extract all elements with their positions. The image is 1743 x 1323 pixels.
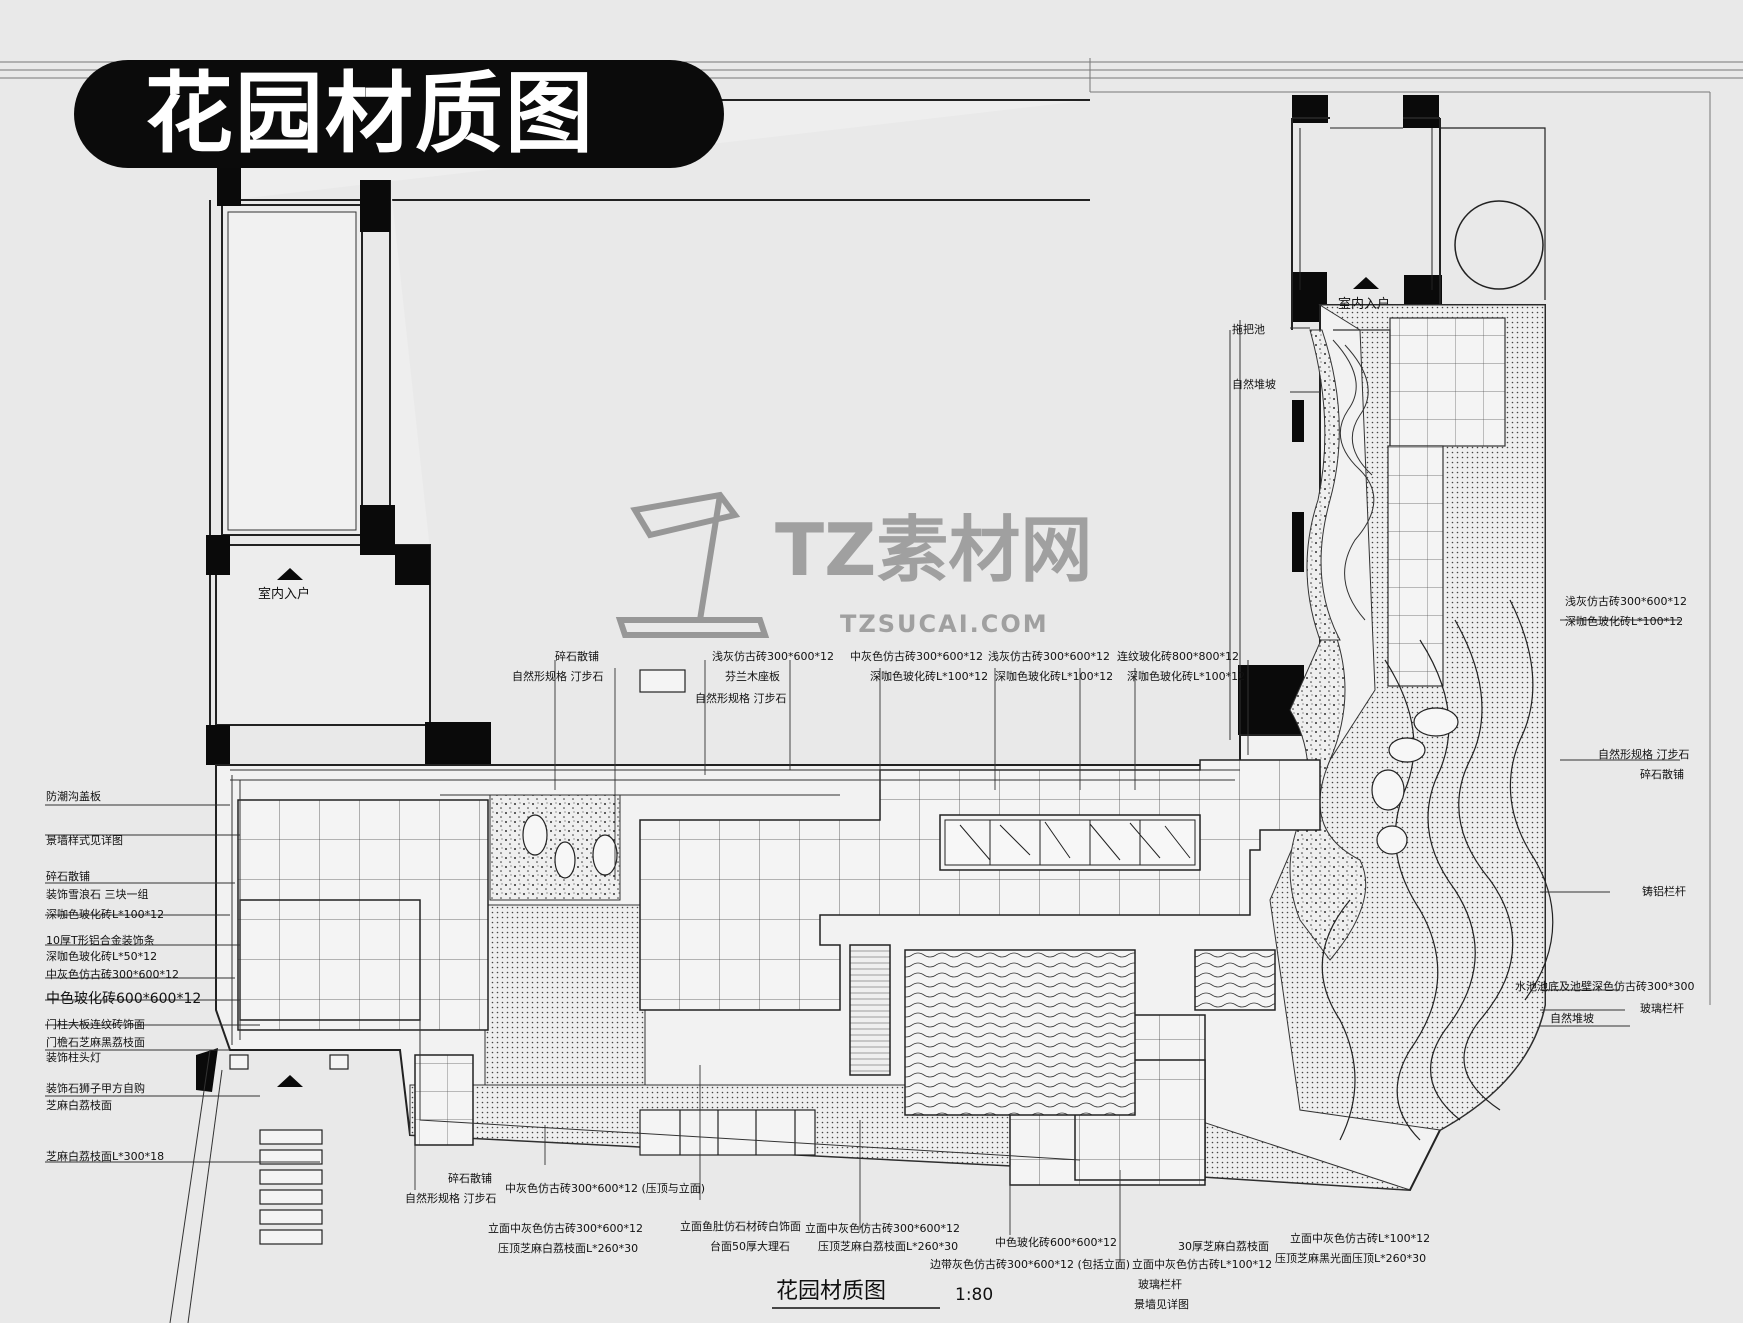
bottom-callout-1: 自然形规格 汀步石 xyxy=(405,1191,497,1205)
bottom-callout-0: 碎石散铺 xyxy=(448,1171,492,1185)
caption-title: 花园材质图 xyxy=(776,1279,886,1304)
right-tile-strip xyxy=(1332,317,1506,687)
stepping-stones xyxy=(522,707,1459,879)
left-callout-12: 装饰石狮子甲方自购 xyxy=(46,1081,145,1095)
right-entry-label: 室内入户 xyxy=(1338,296,1390,312)
left-callout-11: 装饰柱头灯 xyxy=(46,1050,101,1064)
watermark-url: TZSUCAI.COM xyxy=(840,610,1049,638)
left-callout-0: 防潮沟盖板 xyxy=(46,789,101,803)
top-callout-9: 连纹玻化砖800*800*12 xyxy=(1117,649,1239,663)
bottom-callout-4: 压顶芝麻白荔枝面L*260*30 xyxy=(498,1241,638,1255)
bottom-callout-8: 压顶芝麻白荔枝面L*260*30 xyxy=(818,1239,958,1253)
right-callout-5: 碎石散铺 xyxy=(1640,767,1684,781)
top-callout-10: 深咖色玻化砖L*100*12 xyxy=(1127,669,1245,683)
bottom-callout-2: 中灰色仿古砖300*600*12 (压顶与立面) xyxy=(505,1181,705,1195)
left-callout-7: 中灰色仿古砖300*600*12 xyxy=(46,967,179,981)
right-building xyxy=(1291,117,1546,330)
left-entry-label: 室内入户 xyxy=(258,586,310,602)
page-title: 花园材质图 xyxy=(144,62,595,165)
top-callout-7: 浅灰仿古砖300*600*12 xyxy=(988,649,1110,663)
marble-strip xyxy=(944,819,1196,866)
right-callout-3: 深咖色玻化砖L*100*12 xyxy=(1565,614,1683,628)
caption-scale: 1:80 xyxy=(955,1285,993,1305)
top-callout-1: 自然形规格 汀步石 xyxy=(512,669,604,683)
watermark-logo-icon xyxy=(615,491,770,638)
bottom-callout-15: 立面中灰色仿古砖L*100*12 xyxy=(1290,1231,1430,1245)
watermark: TZ素材网 TZSUCAI.COM xyxy=(615,491,1092,638)
bottom-callout-3: 立面中灰色仿古砖300*600*12 xyxy=(488,1221,643,1235)
bottom-callout-5: 立面鱼肚仿石材砖白饰面 xyxy=(680,1219,801,1233)
top-callout-2: 浅灰仿古砖300*600*12 xyxy=(712,649,834,663)
bottom-callout-16: 压顶芝麻黑光面压顶L*260*30 xyxy=(1275,1251,1426,1265)
left-callout-8: 中色玻化砖600*600*12 xyxy=(46,990,201,1007)
right-callout-9: 自然堆坡 xyxy=(1550,1011,1594,1025)
left-callout-13: 芝麻白荔枝面 xyxy=(46,1098,112,1112)
watermark-brand: TZ素材网 xyxy=(775,508,1092,592)
entry-arrows xyxy=(277,277,1379,1087)
left-callout-2: 碎石散铺 xyxy=(46,869,90,883)
top-callout-8: 深咖色玻化砖L*100*12 xyxy=(995,669,1113,683)
bottom-callout-10: 边带灰色仿古砖300*600*12 (包括立面) xyxy=(930,1257,1130,1271)
bottom-callout-9: 中色玻化砖600*600*12 xyxy=(995,1235,1117,1249)
right-callout-7: 水池池底及池壁深色仿古砖300*300 xyxy=(1515,979,1695,993)
left-callout-4: 深咖色玻化砖L*100*12 xyxy=(46,907,164,921)
right-callouts: 拖把池自然堆坡浅灰仿古砖300*600*12深咖色玻化砖L*100*12自然形规… xyxy=(1232,322,1695,1025)
right-callout-4: 自然形规格 汀步石 xyxy=(1598,747,1690,761)
title-banner xyxy=(74,60,724,168)
right-callout-8: 玻璃栏杆 xyxy=(1640,1001,1684,1015)
bottom-callout-14: 景墙见详图 xyxy=(1134,1297,1189,1311)
top-callout-6: 深咖色玻化砖L*100*12 xyxy=(870,669,988,683)
right-callout-2: 浅灰仿古砖300*600*12 xyxy=(1565,594,1687,608)
top-callout-3: 芬兰木座板 xyxy=(725,669,780,683)
left-callout-14: 芝麻白荔枝面L*300*18 xyxy=(46,1149,164,1163)
wall-features xyxy=(229,669,816,1245)
callout-leaders xyxy=(45,327,1680,1260)
bottom-callout-12: 立面中灰色仿古砖L*100*12 xyxy=(1132,1257,1272,1271)
top-callout-4: 自然形规格 汀步石 xyxy=(695,691,787,705)
bottom-callout-6: 台面50厚大理石 xyxy=(710,1239,790,1253)
pool-areas xyxy=(849,944,1276,1116)
left-callout-6: 深咖色玻化砖L*50*12 xyxy=(46,949,157,963)
top-callout-0: 碎石散铺 xyxy=(555,649,599,663)
right-callout-6: 铸铝栏杆 xyxy=(1642,884,1686,898)
bottom-callout-7: 立面中灰色仿古砖300*600*12 xyxy=(805,1221,960,1235)
right-callout-1: 自然堆坡 xyxy=(1232,377,1276,391)
left-callout-3: 装饰雪浪石 三块一组 xyxy=(46,887,149,901)
left-callout-10: 门檐石芝麻黑荔枝面 xyxy=(46,1035,145,1049)
left-callout-5: 10厚T形铝合金装饰条 xyxy=(46,933,155,947)
right-callout-0: 拖把池 xyxy=(1232,322,1265,336)
left-callout-9: 门柱大板连纹砖饰面 xyxy=(46,1017,145,1031)
bottom-callout-13: 玻璃栏杆 xyxy=(1138,1277,1182,1291)
bottom-callout-11: 30厚芝麻白荔枝面 xyxy=(1178,1239,1269,1253)
top-callout-5: 中灰色仿古砖300*600*12 xyxy=(850,649,983,663)
left-callout-1: 景墙样式见详图 xyxy=(46,833,123,847)
